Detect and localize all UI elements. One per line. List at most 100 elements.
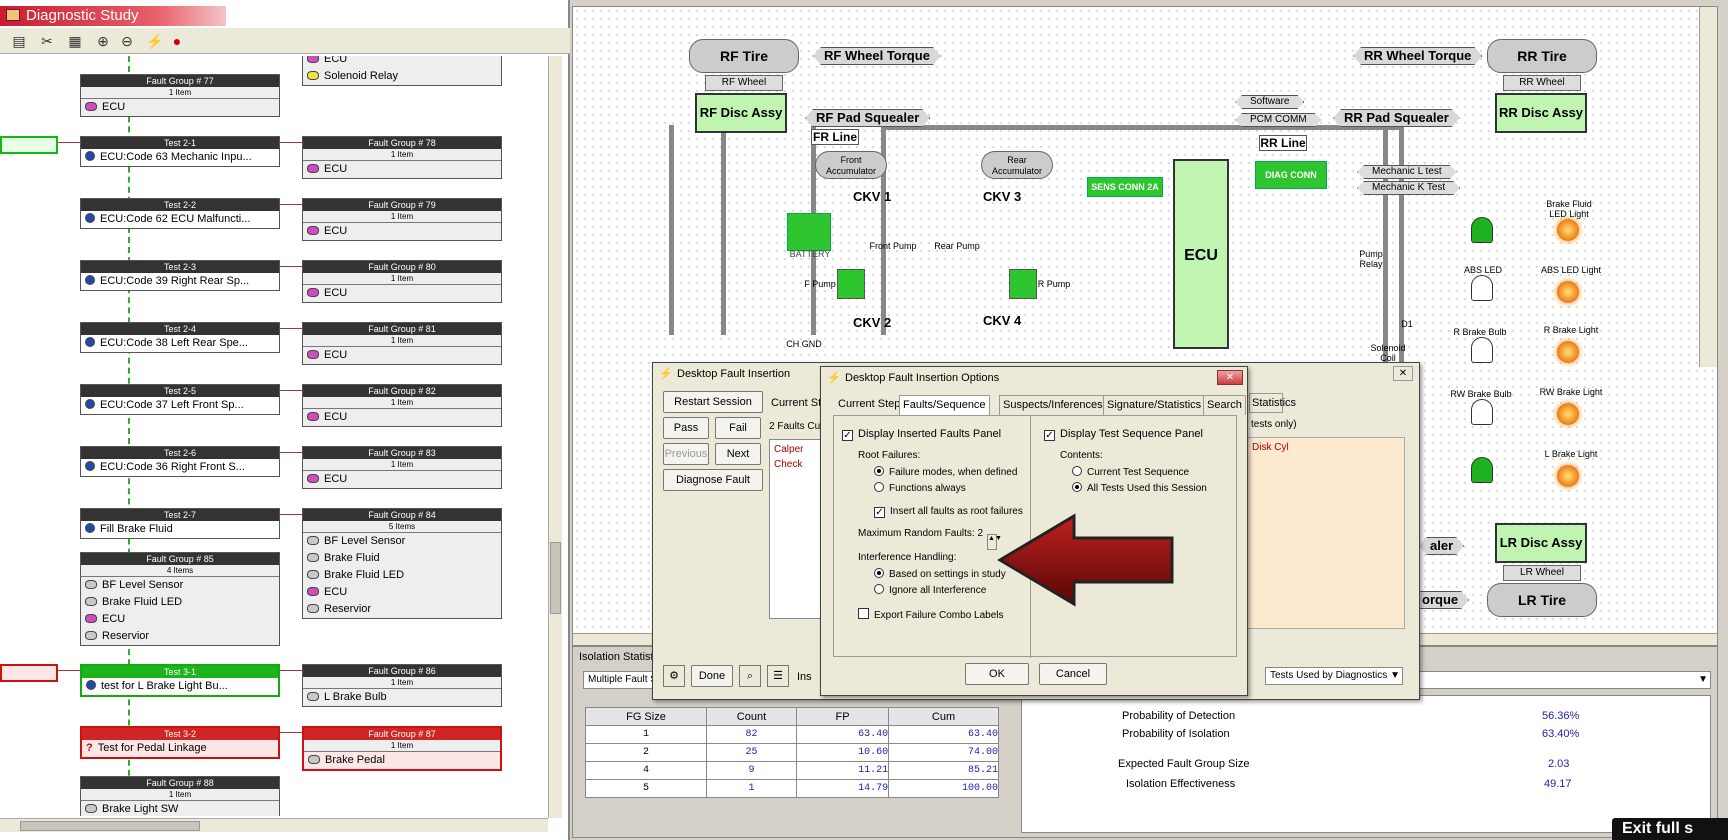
bulb-green-icon[interactable] bbox=[1471, 217, 1493, 243]
pass-button[interactable]: Pass bbox=[663, 417, 709, 439]
exit-fullscreen-overlay[interactable]: Exit full s bbox=[1612, 818, 1728, 840]
rr-tire[interactable]: RR Tire bbox=[1487, 39, 1597, 73]
fr-line[interactable]: FR Line bbox=[811, 129, 859, 145]
lr-squealer-tag[interactable]: aler bbox=[1419, 537, 1464, 555]
stop-icon[interactable]: ● bbox=[172, 33, 182, 49]
rr-pad-squealer[interactable]: RR Pad Squealer bbox=[1333, 109, 1460, 127]
tree-stub-green[interactable] bbox=[0, 136, 58, 154]
rr-disc-assy[interactable]: RR Disc Assy bbox=[1495, 93, 1587, 133]
tab-current-step[interactable]: Current Ste bbox=[771, 397, 828, 409]
restart-session-button[interactable]: Restart Session bbox=[663, 391, 763, 413]
tab-statistics[interactable]: Statistics bbox=[1249, 393, 1296, 413]
scroll-thumb[interactable] bbox=[20, 821, 200, 831]
lr-tire[interactable]: LR Tire bbox=[1487, 583, 1597, 617]
diag-conn[interactable]: DIAG CONN bbox=[1255, 161, 1327, 189]
ignore-all-radio[interactable]: Ignore all Interference bbox=[874, 584, 986, 596]
export-labels-checkbox[interactable]: Export Failure Combo Labels bbox=[858, 608, 1004, 621]
tree-stub-red[interactable] bbox=[0, 664, 58, 682]
list-item[interactable]: Check bbox=[774, 459, 803, 470]
horizontal-scrollbar[interactable] bbox=[0, 818, 548, 832]
lamp-icon[interactable] bbox=[1557, 341, 1579, 363]
rear-accumulator[interactable]: Rear Accumulator bbox=[981, 151, 1053, 179]
rf-wheel-torque[interactable]: RF Wheel Torque bbox=[813, 47, 941, 65]
close-icon[interactable]: ✕ bbox=[1217, 370, 1243, 385]
rr-wheel-torque[interactable]: RR Wheel Torque bbox=[1353, 47, 1482, 65]
sens-conn-2a[interactable]: SENS CONN 2A bbox=[1087, 177, 1163, 197]
lamp-icon[interactable] bbox=[1557, 465, 1579, 487]
tab-faults-sequence[interactable]: Faults/Sequence bbox=[899, 395, 990, 415]
functions-always-radio[interactable]: Functions always bbox=[874, 482, 966, 494]
tab-current-step[interactable]: Current Step bbox=[835, 395, 904, 415]
lamp-icon[interactable] bbox=[1557, 219, 1579, 241]
document-icon[interactable]: ▦ bbox=[68, 33, 82, 49]
rf-tire[interactable]: RF Tire bbox=[689, 39, 799, 73]
rr-line[interactable]: RR Line bbox=[1259, 135, 1307, 151]
d1[interactable]: D1 bbox=[1401, 319, 1413, 329]
rf-disc-assy[interactable]: RF Disc Assy bbox=[695, 93, 787, 133]
software-tag[interactable]: Software bbox=[1235, 95, 1304, 109]
lr-torque-tag[interactable]: orque bbox=[1411, 591, 1469, 609]
cancel-button[interactable]: Cancel bbox=[1039, 663, 1107, 685]
display-sequence-checkbox[interactable]: ✓Display Test Sequence Panel bbox=[1044, 428, 1203, 441]
bulb-icon[interactable] bbox=[1471, 275, 1493, 301]
list-item[interactable]: Calper bbox=[774, 444, 804, 455]
settings-gear-icon[interactable]: ⚙ bbox=[663, 665, 685, 687]
lamp-icon[interactable] bbox=[1557, 403, 1579, 425]
front-accumulator[interactable]: Front Accumulator bbox=[815, 151, 887, 179]
mechanic-l-test[interactable]: Mechanic L test bbox=[1357, 165, 1457, 179]
based-on-radio[interactable]: Based on settings in study bbox=[874, 568, 1006, 580]
rf-wheel[interactable]: RF Wheel bbox=[705, 75, 783, 91]
tests-dropdown[interactable]: Tests Used by Diagnostics▼ bbox=[1265, 667, 1403, 685]
tab-suspects-inferences[interactable]: Suspects/Inferences bbox=[999, 395, 1107, 415]
diagnose-fault-button[interactable]: Diagnose Fault bbox=[663, 469, 763, 491]
display-faults-checkbox[interactable]: ✓Display Inserted Faults Panel bbox=[842, 428, 1002, 441]
pump-relay[interactable]: Pump Relay bbox=[1359, 249, 1383, 269]
f-pump-ps[interactable] bbox=[837, 269, 865, 299]
next-button[interactable]: Next bbox=[715, 443, 761, 465]
zoom-in-icon[interactable]: ⊕ bbox=[97, 33, 109, 49]
lr-wheel[interactable]: LR Wheel bbox=[1503, 565, 1581, 581]
tab-search[interactable]: Search bbox=[1203, 395, 1246, 415]
search-icon[interactable]: ⌕ bbox=[739, 665, 761, 687]
close-icon[interactable]: ✕ bbox=[1393, 366, 1413, 381]
fault-insert-icon[interactable]: ⚡ bbox=[146, 33, 164, 49]
failure-modes-radio[interactable]: Failure modes, when defined bbox=[874, 466, 1017, 478]
insert-all-checkbox[interactable]: ✓Insert all faults as root failures bbox=[874, 506, 1023, 518]
r-pump-ps[interactable] bbox=[1009, 269, 1037, 299]
max-random-value[interactable]: 2 bbox=[977, 528, 984, 539]
bulb-icon[interactable] bbox=[1471, 399, 1493, 425]
previous-button[interactable]: Previous bbox=[663, 443, 709, 465]
front-pump[interactable]: Front Pump bbox=[869, 241, 917, 251]
current-sequence-radio[interactable]: Current Test Sequence bbox=[1072, 466, 1189, 478]
scroll-thumb[interactable] bbox=[550, 542, 561, 614]
test-node-failed[interactable]: Test 3-2?Test for Pedal Linkage bbox=[80, 726, 280, 759]
ok-button[interactable]: OK bbox=[965, 663, 1029, 685]
rear-pump[interactable]: Rear Pump bbox=[934, 241, 980, 251]
tree-icon[interactable]: ☰ bbox=[767, 665, 789, 687]
lamp-icon[interactable] bbox=[1557, 281, 1579, 303]
lr-disc-assy[interactable]: LR Disc Assy bbox=[1495, 523, 1587, 563]
zoom-out-icon[interactable]: ⊖ bbox=[121, 33, 133, 49]
open-icon[interactable]: ▤ bbox=[12, 33, 26, 49]
ecu-block[interactable]: ECU bbox=[1173, 159, 1229, 349]
tools-icon[interactable]: ✂ bbox=[41, 33, 53, 49]
